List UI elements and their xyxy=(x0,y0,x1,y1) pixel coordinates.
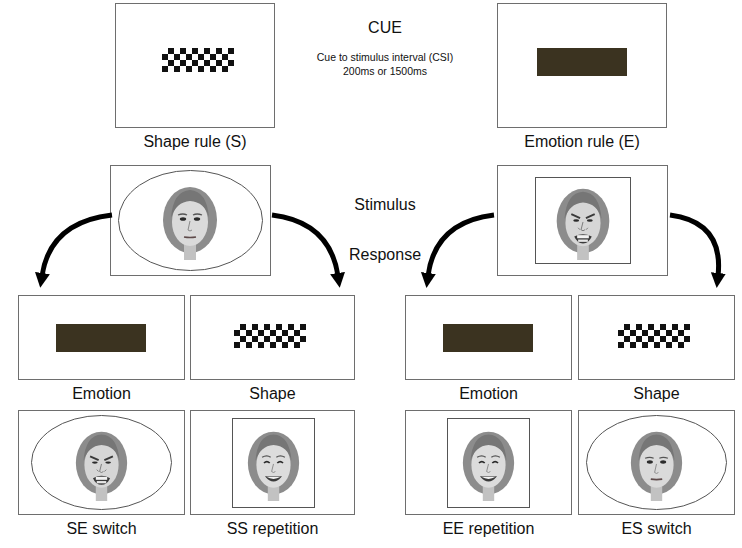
oval-frame xyxy=(119,171,263,271)
box-caption: Shape xyxy=(249,385,295,403)
box-caption: EE repetition xyxy=(443,520,535,538)
response-box: Emotion xyxy=(18,295,185,380)
checkerboard-cue xyxy=(162,48,234,72)
box-caption: Emotion xyxy=(72,385,131,403)
response-box: Emotion xyxy=(405,295,572,380)
response-arrow xyxy=(272,215,338,276)
square-frame xyxy=(233,419,315,508)
box-caption: Emotion xyxy=(459,385,518,403)
square-frame xyxy=(536,178,631,264)
neutral-face xyxy=(631,432,682,501)
response-box: Shape xyxy=(190,295,355,380)
box-caption: Shape xyxy=(633,385,679,403)
checkerboard-cue xyxy=(234,324,306,348)
section-label: Response xyxy=(349,246,421,264)
angry-face xyxy=(557,189,610,260)
checkerboard-cue xyxy=(618,324,690,348)
section-label: CUE xyxy=(368,19,402,37)
solid-bar-cue xyxy=(443,324,533,352)
response-arrow xyxy=(670,215,719,276)
trial-box: ES switch xyxy=(578,410,735,515)
box-caption: SE switch xyxy=(66,520,136,538)
box-caption: SS repetition xyxy=(227,520,319,538)
timing-note: Cue to stimulus interval (CSI) 200ms or … xyxy=(306,50,464,78)
trial-box: SS repetition xyxy=(190,410,355,515)
response-arrow xyxy=(42,215,112,276)
trial-box: EE repetition xyxy=(405,410,572,515)
neutral-face xyxy=(163,187,217,260)
stimulus-box xyxy=(111,166,271,276)
square-frame xyxy=(448,419,530,508)
solid-bar-cue xyxy=(537,48,627,76)
stimulus-box xyxy=(498,166,668,276)
oval-frame xyxy=(587,416,727,510)
box-caption: Emotion rule (E) xyxy=(524,133,640,151)
response-arrow xyxy=(428,215,494,276)
section-label: Stimulus xyxy=(354,196,415,214)
trial-box: SE switch xyxy=(18,410,185,515)
happy-face xyxy=(463,432,514,501)
solid-bar-cue xyxy=(56,324,146,352)
response-box: Shape xyxy=(578,295,735,380)
happy-face xyxy=(248,432,299,501)
box-caption: ES switch xyxy=(621,520,691,538)
angry-face xyxy=(76,432,127,501)
cue-box: Shape rule (S) xyxy=(115,3,275,128)
box-caption: Shape rule (S) xyxy=(143,133,246,151)
oval-frame xyxy=(32,416,172,510)
cue-box: Emotion rule (E) xyxy=(497,3,667,128)
